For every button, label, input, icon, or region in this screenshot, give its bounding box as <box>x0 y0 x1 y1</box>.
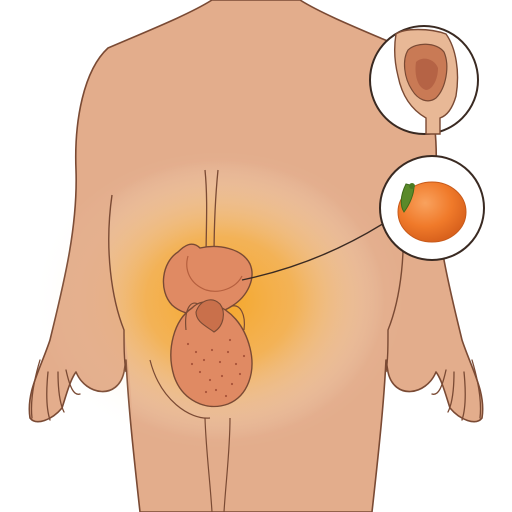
left-hand <box>30 359 81 421</box>
right-hand <box>431 359 482 421</box>
hip-line-left <box>149 359 211 419</box>
leaf-icon <box>400 183 415 213</box>
stomach-organ <box>162 243 253 408</box>
stomach-upper <box>162 243 253 316</box>
leg-gap <box>204 417 231 512</box>
esophagus-detail <box>369 25 479 135</box>
orange-fruit <box>379 155 485 261</box>
left-arm-line <box>108 194 127 373</box>
callout-line <box>241 217 393 281</box>
